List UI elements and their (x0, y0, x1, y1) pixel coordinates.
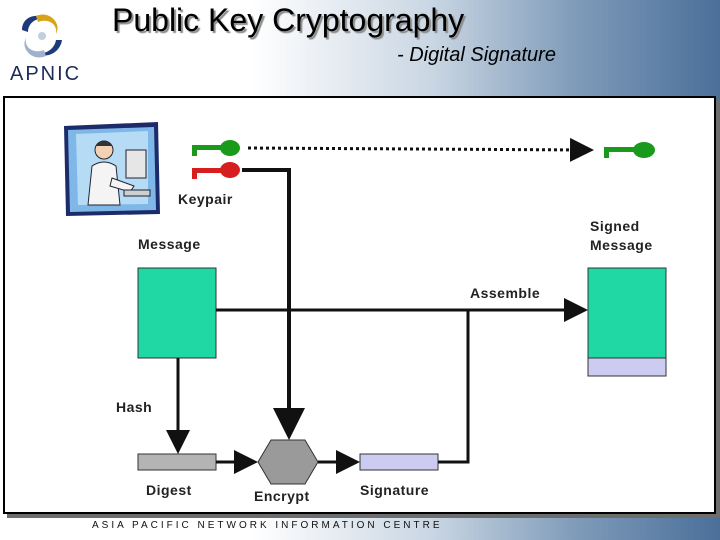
signed-message-label-line2: Message (590, 237, 653, 253)
signature-to-assemble-line (438, 310, 470, 464)
user-at-computer-icon (64, 122, 160, 216)
signature-label: Signature (360, 482, 430, 498)
logo-text: APNIC (10, 63, 82, 85)
signed-message-box (587, 267, 667, 359)
apnic-logo-icon (22, 14, 62, 58)
keypair-label: Keypair (178, 191, 233, 207)
apnic-logo (8, 8, 92, 92)
public-key-distribution-arrow (247, 137, 594, 162)
slide-subtitle: - Digital Signature (397, 44, 556, 66)
message-label: Message (138, 236, 201, 252)
private-key-icon (192, 162, 240, 179)
encrypt-label: Encrypt (254, 488, 310, 504)
footer-text: ASIA PACIFIC NETWORK INFORMATION CENTRE (92, 520, 443, 531)
public-key-icon (192, 140, 240, 156)
assemble-label: Assemble (470, 285, 541, 301)
signed-message-label-line1: Signed (590, 218, 640, 234)
hash-label: Hash (116, 399, 153, 415)
private-key-arrow (242, 168, 305, 440)
message-box (137, 267, 217, 359)
encrypt-hexagon (257, 439, 319, 485)
digest-box (137, 453, 217, 471)
public-key-recipient-icon (604, 142, 655, 158)
signed-message-signature-box (587, 357, 667, 377)
digest-label: Digest (146, 482, 192, 498)
signature-box (359, 453, 439, 471)
slide-title: Public Key Cryptography (112, 2, 465, 38)
